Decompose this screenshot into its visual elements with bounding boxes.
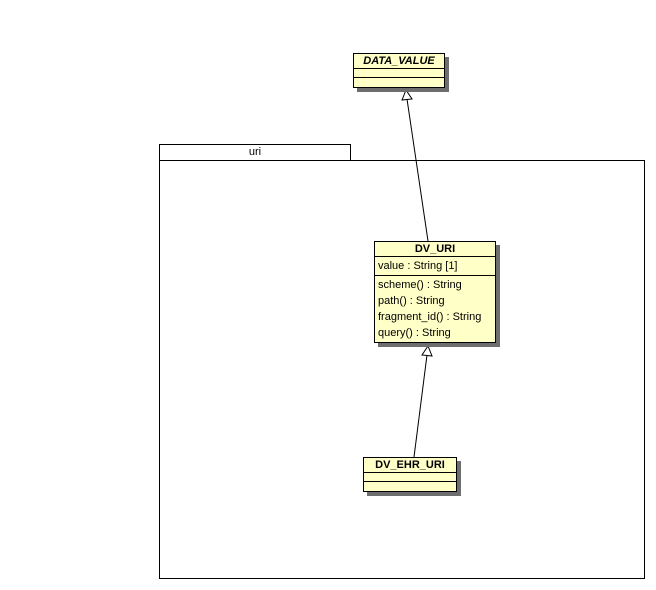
class-name: DV_EHR_URI — [364, 458, 456, 473]
attributes-compartment — [354, 69, 444, 78]
package-tab: uri — [159, 144, 351, 160]
class-dv-uri[interactable]: DV_URI value : String [1] scheme() : Str… — [374, 241, 496, 343]
operation-scheme: scheme() : String — [378, 279, 462, 291]
attributes-compartment: value : String [1] — [375, 257, 495, 276]
generalization-arrowhead-data-value — [401, 88, 413, 101]
class-data-value[interactable]: DATA_VALUE — [353, 53, 445, 88]
class-name: DV_URI — [375, 242, 495, 257]
operations-compartment — [364, 482, 456, 490]
operation-path: path() : String — [378, 295, 445, 307]
attribute-value: value : String [1] — [378, 260, 458, 272]
class-dv-ehr-uri[interactable]: DV_EHR_URI — [363, 457, 457, 492]
class-name: DATA_VALUE — [354, 54, 444, 69]
package-name: uri — [248, 146, 262, 158]
operations-compartment: scheme() : String path() : String fragme… — [375, 276, 495, 342]
operation-fragment-id: fragment_id() : String — [378, 311, 482, 323]
operations-compartment — [354, 78, 444, 86]
package-uri — [159, 160, 645, 579]
attributes-compartment — [364, 473, 456, 482]
operation-query: query() : String — [378, 327, 451, 339]
